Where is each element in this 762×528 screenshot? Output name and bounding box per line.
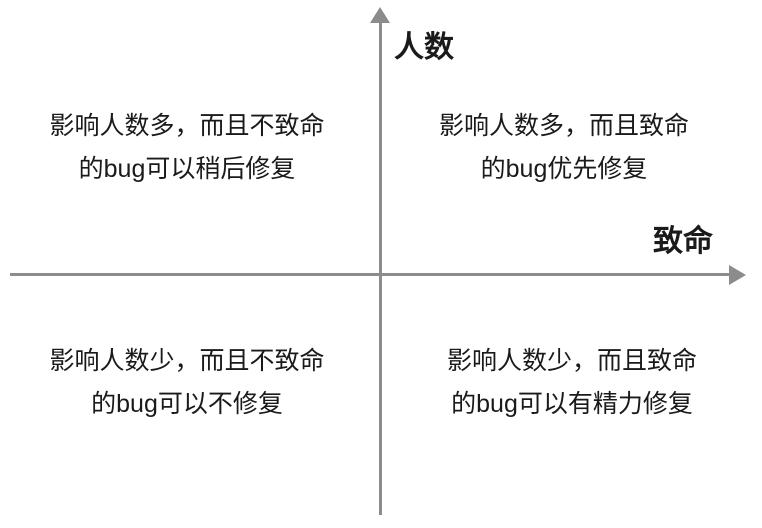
quadrant-top-right-text: 影响人数多，而且致命 的bug优先修复 <box>438 112 689 183</box>
right-arrow-icon <box>729 265 746 285</box>
x-axis-line <box>10 273 730 276</box>
y-axis-label: 人数 <box>394 31 454 64</box>
quadrant-bottom-right-text: 影响人数少，而且致命 的bug可以有精力修复 <box>446 347 697 418</box>
up-arrow-icon <box>370 7 390 23</box>
quadrant-bottom-left-text: 影响人数少，而且不致命 的bug可以不修复 <box>49 347 325 418</box>
y-axis-line <box>379 20 382 515</box>
quadrant-top-left-text: 影响人数多，而且不致命 的bug可以稍后修复 <box>49 112 325 183</box>
x-axis-label: 致命 <box>653 225 713 258</box>
